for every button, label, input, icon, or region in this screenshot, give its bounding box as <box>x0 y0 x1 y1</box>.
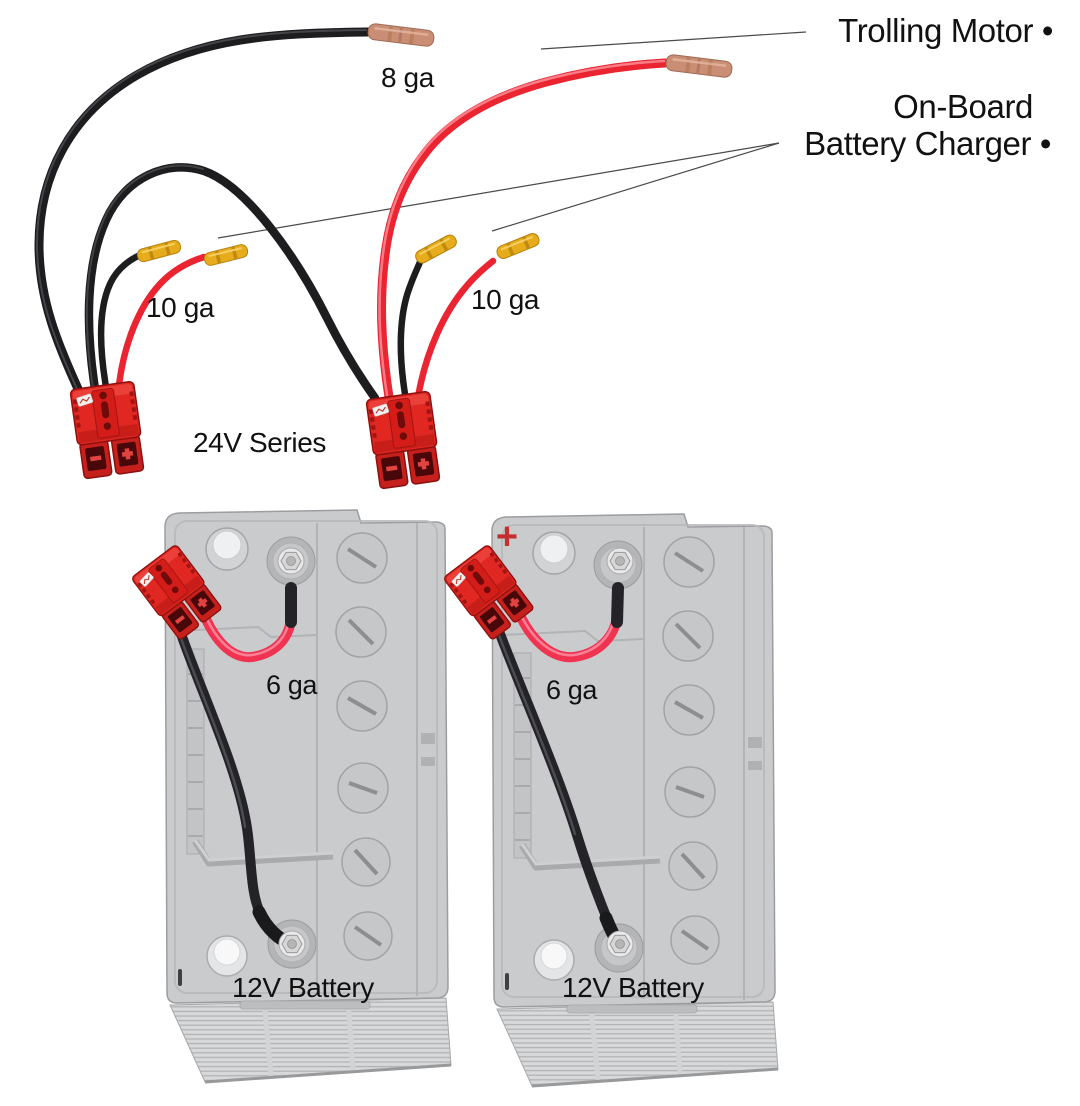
jumper-red-right-heatshrink <box>611 582 624 628</box>
terminal-nut <box>278 930 306 958</box>
copper-butt-connector-black-8ga <box>366 21 436 49</box>
gauge-10-right-label: 10 ga <box>471 284 540 315</box>
trolling-motor-negative-wire <box>34 27 373 396</box>
terminal-nut <box>606 547 634 575</box>
charger-red-wire-left <box>115 253 208 389</box>
onboard-charger-label-line1: On-Board <box>893 88 1033 125</box>
terminal-nut <box>277 547 305 575</box>
gauge-8-label: 8 ga <box>381 62 435 93</box>
series-system-label: 24V Series <box>193 427 326 458</box>
charger-leader-left <box>217 142 780 239</box>
harness-connector-left <box>69 380 147 480</box>
jumper-red-right <box>513 591 623 663</box>
series-link-wire <box>84 163 380 403</box>
trolling-motor-positive-wire <box>377 58 670 402</box>
yellow-butt-connector-right-red <box>494 230 542 262</box>
onboard-charger-label-line2: Battery Charger • <box>804 125 1051 162</box>
copper-butt-connector-red-8ga <box>664 52 734 80</box>
battery-left-label: 12V Battery <box>232 972 374 1003</box>
harness-connector-right <box>365 390 443 490</box>
callout-leader-lines <box>217 31 807 239</box>
battery-positive-mark: + <box>496 516 518 558</box>
charger-leader-right <box>491 142 780 232</box>
gauge-10-left-label: 10 ga <box>146 292 215 323</box>
yellow-butt-connector-left-red <box>202 242 250 268</box>
battery-jumper-wires <box>174 582 624 950</box>
yellow-butt-connector-left-black <box>135 238 183 264</box>
charger-red-wire-right <box>415 257 497 396</box>
jumper-black-right <box>492 621 621 945</box>
trolling-motor-leader <box>540 31 807 50</box>
trolling-motor-label: Trolling Motor • <box>838 12 1053 49</box>
gauge-6-right-label: 6 ga <box>546 675 598 705</box>
terminal-nut <box>606 930 634 958</box>
charger-black-wire-right <box>397 258 424 398</box>
yellow-butt-connector-right-black <box>412 231 460 267</box>
battery-right-label: 12V Battery <box>562 972 704 1003</box>
charger-black-wire-left <box>97 252 142 391</box>
gauge-6-left-label: 6 ga <box>266 670 318 700</box>
harness-wires <box>34 27 670 403</box>
